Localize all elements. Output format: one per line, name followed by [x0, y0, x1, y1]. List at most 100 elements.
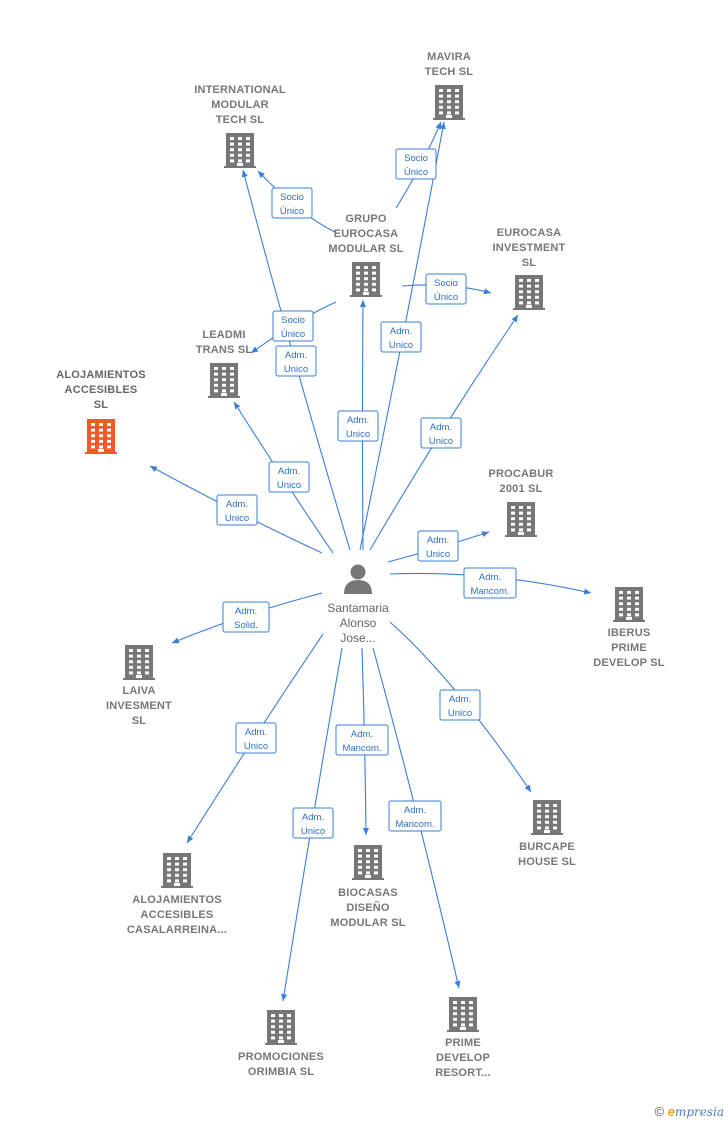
building-window [99, 434, 103, 438]
building-window [230, 142, 234, 146]
edge-label-box [417, 530, 459, 562]
company-node-promoc[interactable] [265, 1010, 297, 1045]
company-node-biocasas[interactable] [352, 845, 384, 880]
building-window [545, 820, 549, 824]
edge-label-p-to-alojcas[interactable]: Adm.Unico [235, 722, 277, 754]
building-window [279, 1014, 283, 1017]
company-node-aloj[interactable] [85, 419, 117, 454]
building-window [246, 159, 250, 163]
building-window [364, 288, 368, 292]
company-node-primeres[interactable] [447, 997, 479, 1032]
edge-label-p-to-grupo[interactable]: Adm.Unico [337, 410, 379, 442]
edge-label-p-to-iberus[interactable]: Adm.Mancom. [463, 567, 517, 599]
company-node-leadmi[interactable] [208, 363, 240, 398]
building-window [230, 159, 234, 163]
edge-label-box [235, 722, 277, 754]
building-window [107, 434, 111, 438]
building-base [433, 118, 465, 120]
company-node-burcape[interactable] [531, 800, 563, 835]
building-window [374, 860, 378, 864]
building-window [287, 1014, 291, 1017]
company-node-grupo[interactable] [350, 262, 382, 297]
edge-label-p-to-laiva[interactable]: Adm.Solid. [222, 601, 270, 633]
company-node-iberus[interactable] [613, 587, 645, 622]
building-base [505, 535, 537, 537]
company-node-euroinv[interactable] [513, 275, 545, 310]
building-window [372, 266, 376, 269]
edge-label-p-to-mavira[interactable]: Adm.Unico [380, 321, 422, 353]
edge-label-box [420, 417, 462, 449]
edge-label-p-to-promoc[interactable]: Adm.Unico [292, 807, 334, 839]
building-window [230, 372, 234, 376]
building-window [107, 428, 111, 432]
edge-label-p-to-primeres[interactable]: Adm.Mancom. [388, 800, 442, 832]
node-label-line: ALOJAMIENTOS [56, 369, 146, 381]
building-window [356, 271, 360, 275]
building-window [279, 1019, 283, 1023]
company-node-procabur[interactable] [505, 502, 537, 537]
building-window [271, 1030, 275, 1034]
building-window [453, 1006, 457, 1010]
building-window [137, 671, 141, 675]
building-window [358, 865, 362, 869]
building-window [455, 105, 459, 109]
edge-label-text: Adm. [245, 727, 267, 738]
building-window [238, 159, 242, 163]
edge-label-box [272, 310, 314, 342]
node-label-line: INTERNATIONAL [194, 84, 286, 96]
edge-label-p-to-procabur[interactable]: Adm.Unico [417, 530, 459, 562]
node-label-line: Alonso [340, 616, 377, 630]
building-window [230, 153, 234, 157]
edge-label-box [268, 461, 310, 493]
node-label-line: DEVELOP [436, 1052, 490, 1064]
building-window [461, 1012, 465, 1016]
building-window [535, 290, 539, 294]
edge-label-text: Socio [280, 192, 304, 203]
building-door [460, 1027, 466, 1031]
node-label-line: INVESTMENT [493, 242, 566, 254]
building-window [372, 282, 376, 286]
building-window [545, 804, 549, 807]
edge-label-p-to-euroinv[interactable]: Adm.Unico [420, 417, 462, 449]
node-label-line: PROCABUR [488, 468, 553, 480]
building-window [635, 607, 639, 611]
edge-label-text: Unico [277, 480, 301, 491]
building-window [129, 665, 133, 669]
edge-label-p-to-imt[interactable]: Adm.Unico [275, 345, 317, 377]
building-window [366, 854, 370, 858]
building-window [364, 271, 368, 275]
building-window [537, 804, 541, 807]
company-node-mavira[interactable] [433, 85, 465, 120]
building-window [238, 153, 242, 157]
building-window [356, 288, 360, 292]
edge-label-text: Adm. [226, 499, 248, 510]
building-window [107, 445, 111, 449]
edge-label-box [395, 148, 437, 180]
building-window [519, 517, 523, 521]
building-window [553, 809, 557, 813]
building-window [145, 654, 149, 658]
building-window [167, 862, 171, 866]
company-node-imt[interactable] [224, 133, 256, 168]
building-window [519, 506, 523, 509]
node-label-line: INVESMENT [106, 700, 172, 712]
edge-label-p-to-leadmi[interactable]: Adm.Unico [268, 461, 310, 493]
node-label-line: ORIMBIA SL [248, 1066, 314, 1078]
building-window [91, 439, 95, 443]
person-node[interactable] [344, 564, 372, 595]
node-label-line: DISEÑO [346, 901, 390, 914]
building-window [619, 613, 623, 617]
building-window [238, 137, 242, 140]
edge-label-p-to-biocasas[interactable]: Adm.Mancom. [335, 724, 389, 756]
edge-label-p-to-burcape[interactable]: Adm.Unico [439, 689, 481, 721]
company-node-laiva[interactable] [123, 645, 155, 680]
building-window [527, 279, 531, 282]
edge-label-p-to-aloj[interactable]: Adm.Unico [216, 494, 258, 526]
company-node-alojcas[interactable] [161, 853, 193, 888]
